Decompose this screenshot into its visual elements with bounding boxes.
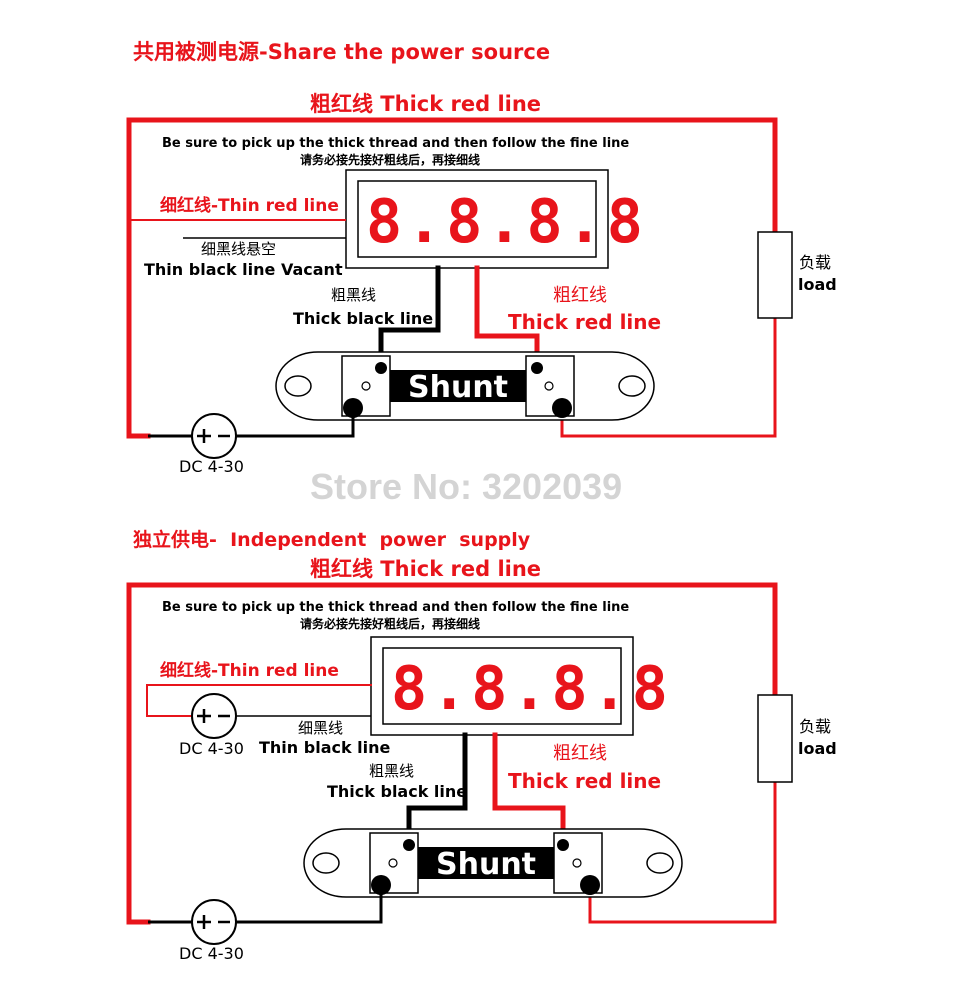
- diagram2-load-resistor: [757, 694, 793, 783]
- diagram2-thick-red-wire: [126, 582, 778, 925]
- diagram2-shunt-big-terminal-left: [371, 875, 391, 895]
- diagram1-power-source: DC 4-30: [179, 413, 244, 476]
- diagram2-thick-red-top-label: 粗红线 Thick red line: [310, 557, 541, 581]
- diagram2-side-power-source: DC 4-30: [179, 693, 244, 758]
- diagram2-shunt-mount-hole-left: [312, 852, 340, 874]
- diagram1-thick-red-cn: 粗红线: [553, 285, 607, 306]
- diagram2-title: 独立供电- Independent power supply: [133, 528, 531, 551]
- diagram1-thick-black-wire: [378, 265, 441, 369]
- diagram2-shunt-screw-right: [572, 858, 582, 868]
- diagram2-battery-icon: [191, 899, 237, 945]
- diagram1-load-en: load: [798, 275, 837, 294]
- diagram1-dc-label: DC 4-30: [179, 457, 244, 476]
- diagram1-shunt-bar: [390, 370, 526, 402]
- diagram1-thick-red-meter-wire: [474, 265, 540, 369]
- diagram1-thin-red-label: 细红线-Thin red line: [160, 195, 339, 216]
- diagram1-shunt: Shunt: [275, 351, 655, 421]
- diagram2-display-digits: 8.8.8.8: [391, 654, 672, 724]
- diagram2-thick-black-wire: [406, 732, 468, 845]
- diagram2-shunt-screw-left: [388, 858, 398, 868]
- diagram1-meter-window: [357, 180, 597, 258]
- diagram2-thick-black-en: Thick black line: [327, 782, 467, 801]
- diagram2-shunt-small-terminal-right: [557, 839, 569, 851]
- diagram2-thin-black-en: Thin black line: [259, 738, 391, 757]
- diagram2-instruction-en: Be sure to pick up the thick thread and …: [162, 600, 629, 615]
- diagram2-instruction-cn: 请务必接先接好粗线后，再接细线: [300, 616, 480, 631]
- diagram2-shunt-big-terminal-right: [580, 875, 600, 895]
- diagram1-shunt-mount-hole-right: [618, 375, 646, 397]
- diagram1-load-return-wire: [560, 316, 777, 438]
- diagram2-load-return-wire: [588, 780, 777, 924]
- diagram1-shunt-screw-right: [544, 381, 554, 391]
- diagram1-shunt-small-terminal-right: [531, 362, 543, 374]
- diagram1-thick-red-en: Thick red line: [508, 310, 661, 334]
- diagram1-title: 共用被测电源-Share the power source: [133, 40, 550, 64]
- diagram2-source-black-wire: [234, 893, 383, 924]
- diagram1-shunt-big-terminal-left: [343, 398, 363, 418]
- diagram2-side-dc-label: DC 4-30: [179, 739, 244, 758]
- diagram2-thin-red-wire: [146, 684, 372, 717]
- diagram2-shunt-mount-hole-right: [646, 852, 674, 874]
- diagram1-instruction-en: Be sure to pick up the thick thread and …: [162, 136, 629, 151]
- diagram2-power-source: DC 4-30: [179, 899, 244, 963]
- diagram1-load-resistor: [757, 231, 793, 319]
- diagram1-thick-black-cn: 粗黑线: [331, 286, 376, 304]
- diagram1-thick-red-top-label: 粗红线 Thick red line: [310, 92, 541, 116]
- diagram2-shunt-label: Shunt: [436, 847, 536, 882]
- diagram2-thick-black-cn: 粗黑线: [369, 762, 414, 780]
- diagram1-shunt-screw-left: [361, 381, 371, 391]
- diagram-share-power: 共用被测电源-Share the power source 粗红线 Thick …: [126, 40, 837, 476]
- diagram1-instruction-cn: 请务必接先接好粗线后，再接细线: [300, 152, 480, 167]
- diagram-independent-power: 独立供电- Independent power supply 粗红线 Thick…: [126, 528, 837, 963]
- diagram1-thin-black-en: Thin black line Vacant: [144, 260, 343, 279]
- diagram2-meter-window: [382, 647, 622, 725]
- diagram2-shunt-small-terminal-left: [403, 839, 415, 851]
- store-watermark: Store No: 3202039: [310, 466, 622, 507]
- diagram2-thick-red-cn: 粗红线: [553, 743, 607, 764]
- diagram1-shunt-small-terminal-left: [375, 362, 387, 374]
- diagram1-shunt-label: Shunt: [408, 370, 508, 405]
- diagram1-thick-red-wire: [126, 117, 778, 439]
- diagram1-battery-icon: [191, 413, 237, 459]
- diagram1-shunt-mount-hole-left: [284, 375, 312, 397]
- diagram2-thin-black-cn: 细黑线: [298, 719, 343, 737]
- diagram1-source-black-wire: [234, 416, 355, 438]
- diagram2-thick-red-meter-wire: [492, 732, 566, 845]
- diagram1-thick-black-en: Thick black line: [293, 309, 433, 328]
- diagram2-thin-red-label: 细红线-Thin red line: [160, 660, 339, 681]
- diagram1-shunt-big-terminal-right: [552, 398, 572, 418]
- diagram2-load-en: load: [798, 739, 837, 758]
- diagram1-load-cn: 负载: [799, 253, 831, 272]
- diagram1-thin-black-cn: 细黑线悬空: [201, 240, 276, 258]
- diagram2-shunt-bar: [418, 847, 554, 879]
- diagram2-thick-red-en: Thick red line: [508, 769, 661, 793]
- diagram2-dc-label: DC 4-30: [179, 944, 244, 963]
- diagram2-load-cn: 负载: [799, 717, 831, 736]
- diagram1-display-digits: 8.8.8.8: [366, 187, 647, 257]
- diagram2-shunt: Shunt: [303, 828, 683, 898]
